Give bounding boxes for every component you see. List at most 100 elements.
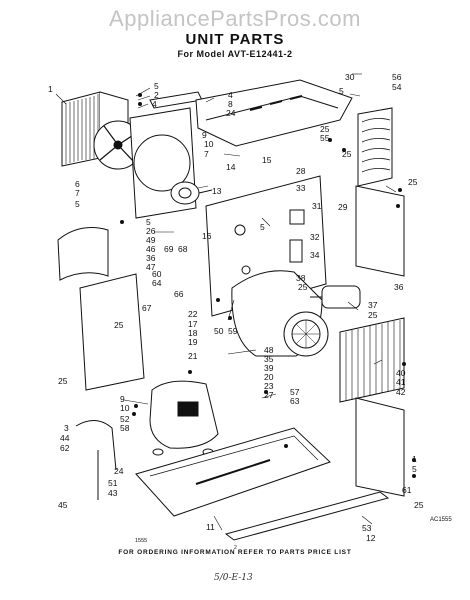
callout-label: 59 bbox=[228, 326, 238, 336]
callout-label: 47 bbox=[146, 262, 156, 272]
callout-label: 9 bbox=[202, 130, 207, 140]
callout-label: 61 bbox=[402, 485, 412, 495]
callout-label: 36 bbox=[146, 253, 156, 263]
callout-label: 36 bbox=[394, 282, 404, 292]
callout-label: 9 bbox=[120, 394, 125, 404]
callout-label: 28 bbox=[296, 166, 306, 176]
tubing bbox=[75, 420, 117, 471]
callout-label: 31 bbox=[312, 201, 322, 211]
callout-label: 49 bbox=[146, 235, 156, 245]
callout-label: 25 bbox=[320, 124, 330, 134]
callout-label: 63 bbox=[290, 396, 300, 406]
blower-motor bbox=[310, 285, 361, 309]
page-title: UNIT PARTS bbox=[185, 31, 285, 48]
callout-label: 8 bbox=[228, 99, 233, 109]
callout-label: 39 bbox=[264, 363, 274, 373]
callout-label: 17 bbox=[188, 319, 198, 329]
callout-label: 44 bbox=[60, 433, 70, 443]
callout-label: 25 bbox=[342, 149, 352, 159]
callout-label: 35 bbox=[264, 354, 274, 364]
callout-label: 34 bbox=[310, 250, 320, 260]
bottom-rail bbox=[224, 491, 390, 541]
callout-label: 32 bbox=[310, 232, 320, 242]
callout-label: 24 bbox=[226, 108, 236, 118]
heater-element bbox=[357, 107, 393, 187]
base-pan bbox=[135, 427, 331, 517]
callout-label: 60 bbox=[152, 269, 162, 279]
callout-label: 42 bbox=[396, 387, 406, 397]
model-line: For Model AVT-E12441-2 bbox=[177, 49, 293, 59]
callout-labels: 1 5 2 4 4 8 24 30 56 54 5 9 10 7 14 15 1… bbox=[48, 72, 424, 543]
callout-label: 23 bbox=[264, 381, 274, 391]
evaporator-coil bbox=[339, 317, 405, 403]
callout-label: 7 bbox=[75, 188, 80, 198]
callout-label: 24 bbox=[114, 466, 124, 476]
callout-label: 27 bbox=[264, 390, 274, 400]
callout-label: 14 bbox=[226, 162, 236, 172]
callout-label: 19 bbox=[188, 337, 198, 347]
callout-label: 16 bbox=[202, 231, 212, 241]
callout-label: 5 bbox=[146, 217, 151, 227]
figure-code: AC1555 bbox=[430, 517, 452, 523]
callout-label: 40 bbox=[396, 368, 406, 378]
curved-duct bbox=[57, 227, 109, 281]
callout-label: 6 bbox=[75, 179, 80, 189]
callout-label: 58 bbox=[120, 423, 130, 433]
callout-label: 25 bbox=[408, 177, 418, 187]
callout-label: 25 bbox=[58, 376, 68, 386]
page-number: 2 bbox=[234, 545, 237, 551]
callout-label: 33 bbox=[296, 183, 306, 193]
callout-label: 25 bbox=[114, 320, 124, 330]
callout-label: 2 bbox=[154, 90, 159, 100]
callout-label: 52 bbox=[120, 414, 130, 424]
callout-label: 46 bbox=[146, 244, 156, 254]
front-plate bbox=[355, 397, 405, 497]
side-panel-left bbox=[79, 273, 145, 391]
fan-blade bbox=[93, 120, 143, 170]
callout-label: 1 bbox=[412, 454, 417, 464]
callout-label: 55 bbox=[320, 133, 330, 143]
callout-label: 51 bbox=[108, 478, 118, 488]
callout-label: 57 bbox=[290, 387, 300, 397]
callout-label: 1 bbox=[48, 84, 53, 94]
callout-label: 48 bbox=[264, 345, 274, 355]
callout-label: 10 bbox=[204, 139, 214, 149]
callout-label: 10 bbox=[120, 403, 130, 413]
side-panel-right bbox=[355, 185, 405, 277]
callout-label: 41 bbox=[396, 377, 406, 387]
callout-label: 26 bbox=[146, 226, 156, 236]
callout-label: 43 bbox=[108, 488, 118, 498]
callout-label: 62 bbox=[60, 443, 70, 453]
callout-label: 29 bbox=[338, 202, 348, 212]
callout-label: 3 bbox=[64, 423, 69, 433]
callout-label: 37 bbox=[368, 300, 378, 310]
top-cover bbox=[195, 79, 353, 147]
callout-label: 53 bbox=[362, 523, 372, 533]
callout-label: 67 bbox=[142, 303, 152, 313]
callout-label: 30 bbox=[345, 72, 355, 82]
callout-label: 18 bbox=[188, 328, 198, 338]
screws bbox=[120, 93, 416, 478]
callout-label: 56 bbox=[392, 72, 402, 82]
callout-label: 68 bbox=[178, 244, 188, 254]
callout-label: 45 bbox=[58, 500, 68, 510]
footnote: 1555 bbox=[135, 538, 148, 544]
callout-label: 64 bbox=[152, 278, 162, 288]
callout-label: 54 bbox=[392, 82, 402, 92]
callout-label: 25 bbox=[298, 282, 308, 292]
ordering-footer: FOR ORDERING INFORMATION REFER TO PARTS … bbox=[118, 549, 352, 556]
callout-label: 50 bbox=[214, 326, 224, 336]
callout-label: 20 bbox=[264, 372, 274, 382]
handwritten-note: 5/0-E-13 bbox=[214, 573, 253, 583]
callout-label: 5 bbox=[339, 86, 344, 96]
callout-label: 66 bbox=[174, 289, 184, 299]
callout-label: 69 bbox=[164, 244, 174, 254]
callout-label: 15 bbox=[262, 155, 272, 165]
callout-label: 22 bbox=[188, 309, 198, 319]
compressor bbox=[149, 380, 219, 456]
callout-label: 11 bbox=[206, 522, 215, 532]
fan-motor bbox=[170, 181, 213, 205]
callout-label: 4 bbox=[152, 99, 157, 109]
